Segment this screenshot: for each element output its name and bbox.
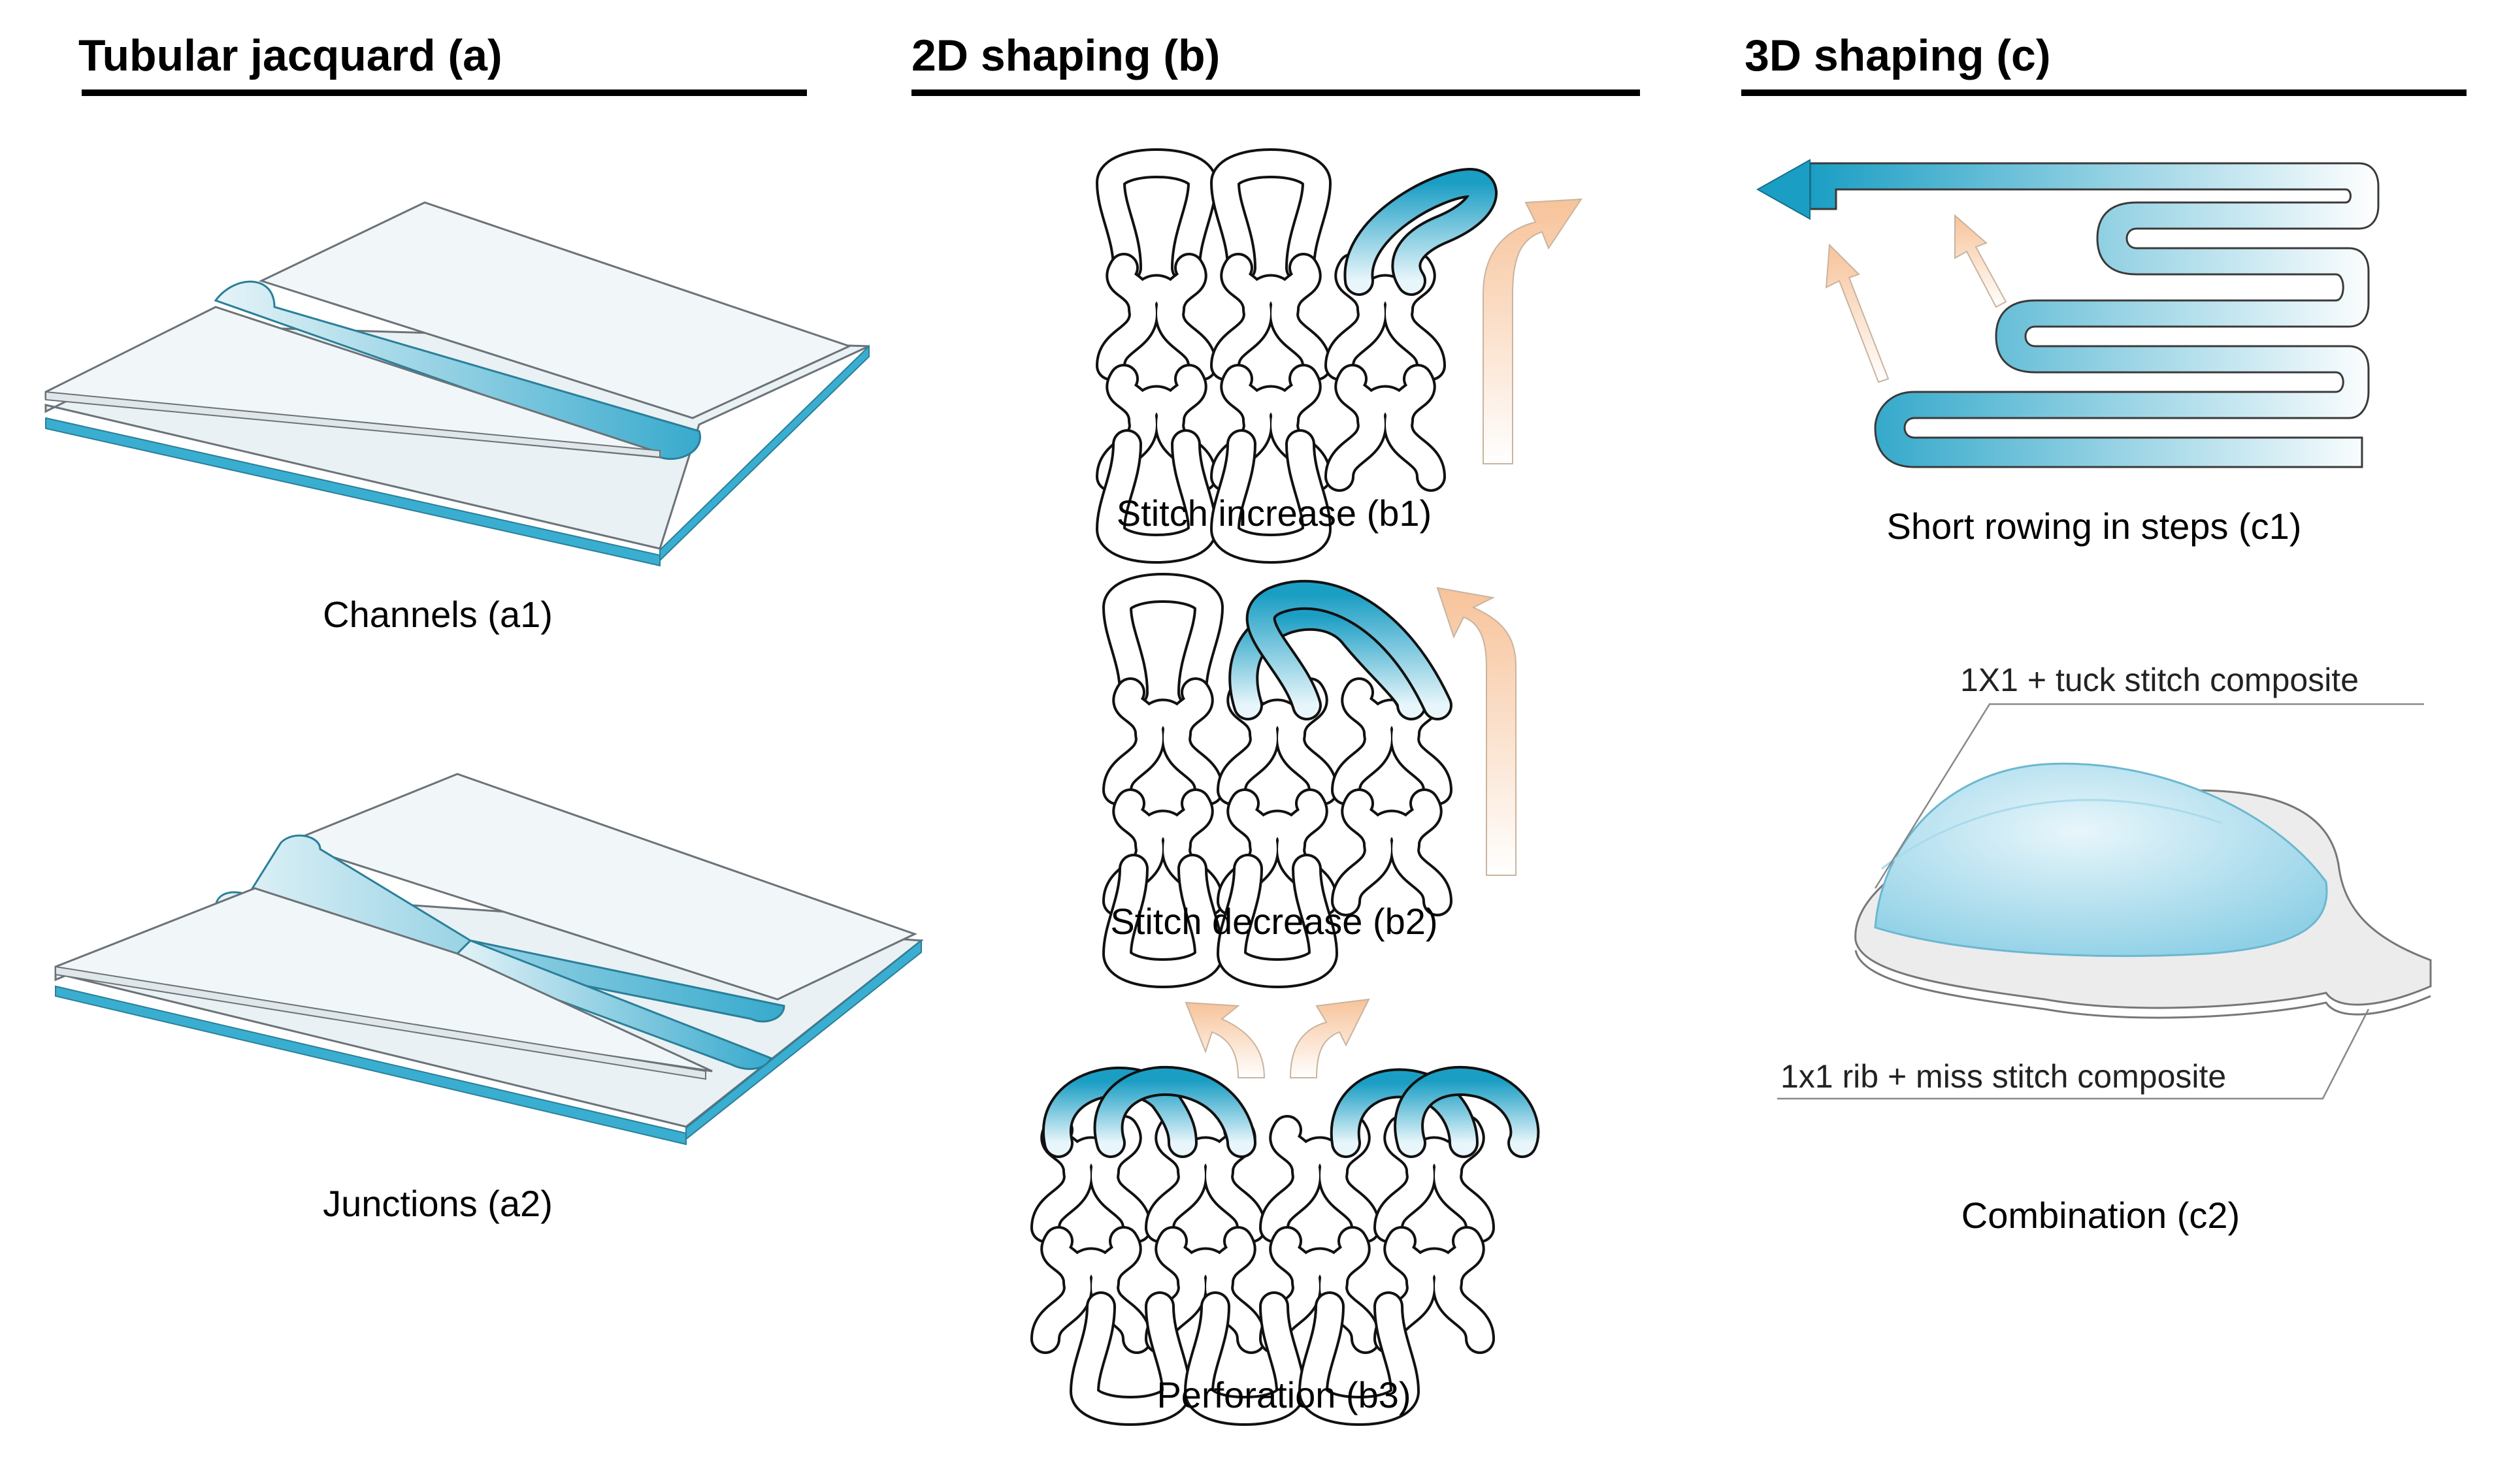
combination-illustration [1854,762,2432,1019]
label-top-composite: 1X1 + tuck stitch composite [1960,662,2359,698]
short-rowing-illustration [1756,159,2380,468]
caption-b1: Stitch increase (b1) [1117,492,1432,534]
section-heading-c: 3D shaping (c) [1745,31,2051,80]
perforation-illustration [1045,1065,1540,1411]
perforation-arrow-right [1289,998,1370,1078]
caption-c1: Short rowing in steps (c1) [1887,506,2302,547]
channels-illustration [44,201,870,567]
leader-top [1874,703,2424,889]
short-row-arrow-1 [1825,243,1890,383]
section-heading-a: Tubular jacquard (a) [78,31,502,80]
junctions-illustration [54,773,924,1146]
leader-bottom [1777,1008,2370,1100]
stitch-decrease-illustration [1117,588,1452,973]
perforation-arrow-left [1185,1001,1266,1078]
caption-a1: Channels (a1) [323,594,553,635]
caption-a2: Junctions (a2) [323,1183,553,1224]
section-heading-b: 2D shaping (b) [911,31,1220,80]
caption-b3: Perforation (b3) [1156,1374,1411,1415]
label-bottom-composite: 1x1 rib + miss stitch composite [1780,1058,2226,1095]
decrease-arrow [1436,587,1517,876]
stitch-increase-illustration [1111,163,1498,549]
caption-c2: Combination (c2) [1961,1195,2240,1236]
short-row-arrow-2 [1954,214,2007,308]
caption-b2: Stitch decrease (b2) [1110,901,1437,942]
increase-arrow [1483,198,1582,464]
